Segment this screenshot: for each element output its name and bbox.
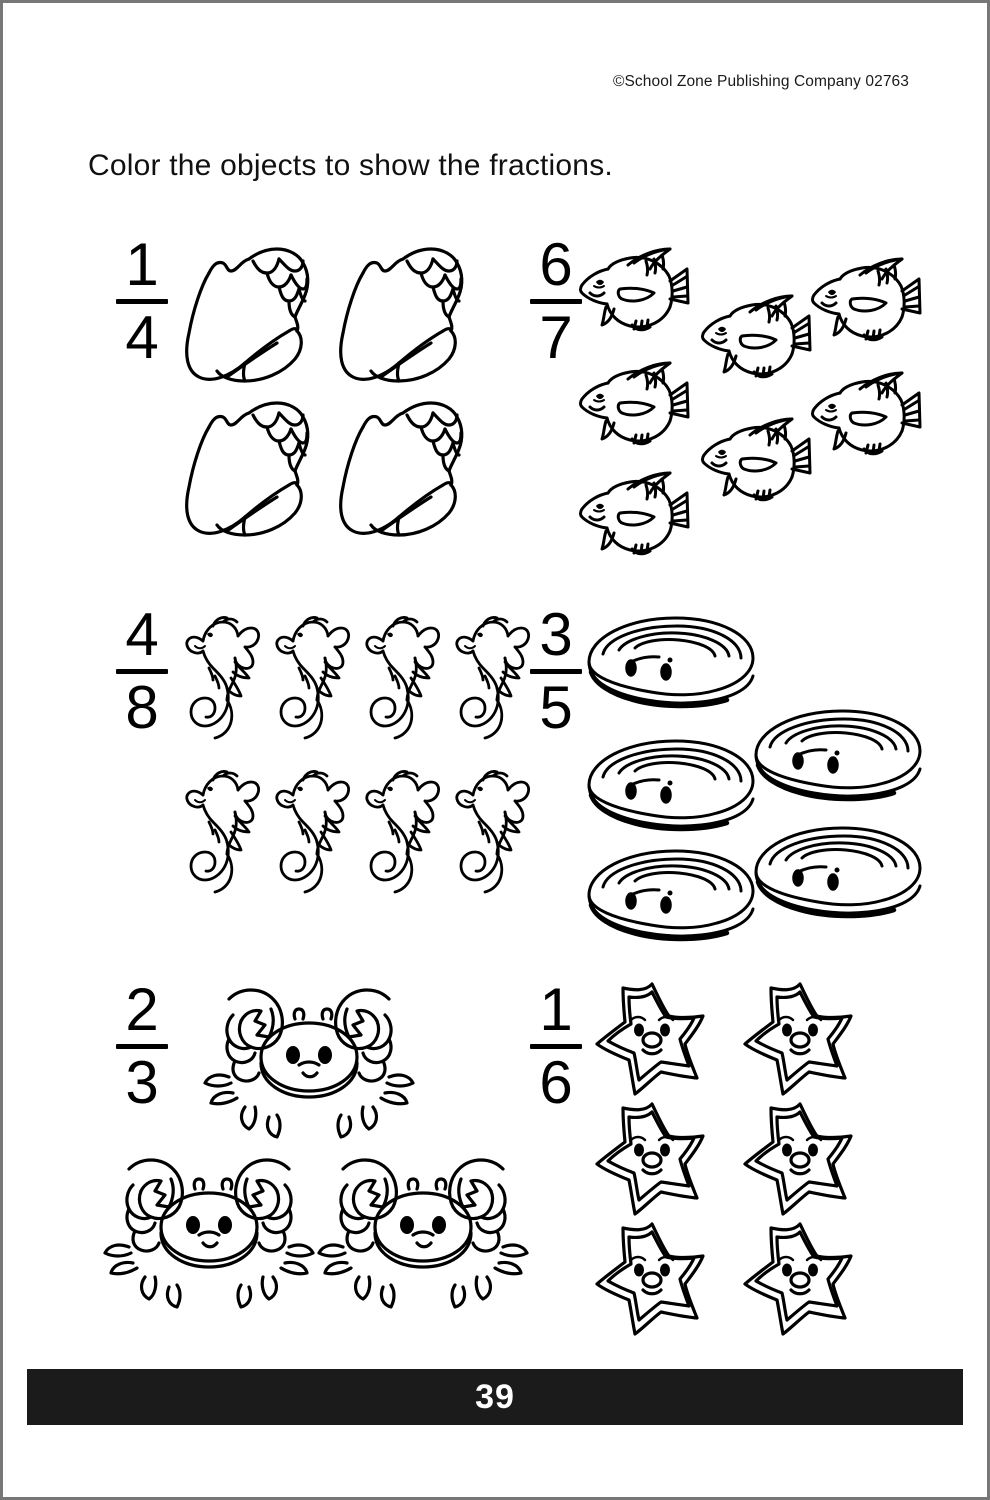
fraction-denominator: 4 [125,304,159,371]
fraction-bar [116,1044,168,1049]
page-number: 39 [475,1377,515,1416]
starfish-object[interactable] [595,978,710,1096]
fraction-bar [530,299,582,304]
fish-object[interactable] [806,251,926,343]
fish-object[interactable] [574,355,694,447]
fish-object[interactable] [696,288,816,380]
fish-object[interactable] [574,241,694,333]
fish-object[interactable] [574,465,694,557]
starfish-object[interactable] [743,1218,858,1336]
clam-object[interactable] [748,703,928,813]
seahorse-object[interactable] [183,760,263,895]
fraction-6-7: 6 7 [519,235,593,368]
shell-object[interactable] [171,385,321,540]
fraction-1-6: 1 6 [519,980,593,1113]
starfish-object[interactable] [595,1098,710,1216]
fraction-bar [530,669,582,674]
fraction-numerator: 3 [539,601,573,668]
fraction-numerator: 1 [125,231,159,298]
fraction-denominator: 6 [539,1049,573,1116]
clam-object[interactable] [581,843,761,953]
fraction-bar [530,1044,582,1049]
starfish-object[interactable] [743,978,858,1096]
clam-object[interactable] [581,610,761,720]
fish-object[interactable] [696,411,816,503]
crab-object[interactable] [99,1149,319,1309]
starfish-object[interactable] [743,1098,858,1216]
clam-object[interactable] [748,820,928,930]
fish-object[interactable] [806,365,926,457]
copyright-notice: ©School Zone Publishing Company 02763 [612,73,909,90]
fraction-numerator: 6 [539,231,573,298]
shell-object[interactable] [325,231,475,386]
fraction-bar [116,299,168,304]
clam-object[interactable] [581,733,761,843]
page-footer-bar: 39 [27,1369,963,1425]
fraction-bar [116,669,168,674]
fraction-numerator: 2 [125,976,159,1043]
seahorse-object[interactable] [453,606,533,741]
seahorse-object[interactable] [183,606,263,741]
seahorse-object[interactable] [453,760,533,895]
starfish-object[interactable] [595,1218,710,1336]
fraction-4-8: 4 8 [105,605,179,738]
crab-object[interactable] [313,1149,533,1309]
fraction-numerator: 4 [125,601,159,668]
fraction-3-5: 3 5 [519,605,593,738]
seahorse-object[interactable] [363,760,443,895]
fraction-denominator: 5 [539,674,573,741]
seahorse-object[interactable] [273,606,353,741]
fraction-denominator: 3 [125,1049,159,1116]
fraction-numerator: 1 [539,976,573,1043]
crab-object[interactable] [199,979,419,1139]
fraction-denominator: 8 [125,674,159,741]
fraction-2-3: 2 3 [105,980,179,1113]
fraction-denominator: 7 [539,304,573,371]
seahorse-object[interactable] [273,760,353,895]
page-title: Color the objects to show the fractions. [88,149,613,182]
shell-object[interactable] [325,385,475,540]
fraction-1-4: 1 4 [105,235,179,368]
shell-object[interactable] [171,231,321,386]
seahorse-object[interactable] [363,606,443,741]
